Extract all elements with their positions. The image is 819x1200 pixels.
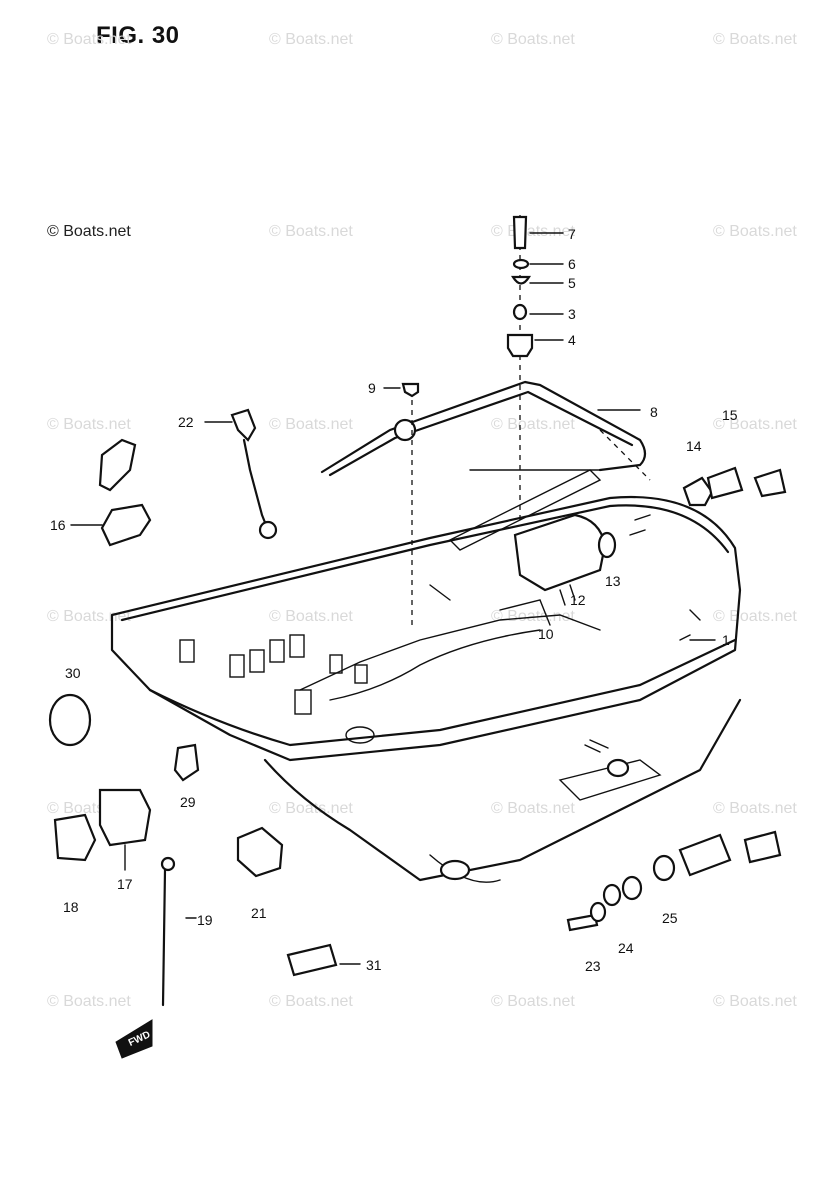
leader-lines (70, 232, 716, 965)
arm-22 (230, 408, 278, 540)
grommet-21 (236, 826, 284, 878)
grommet-29 (173, 743, 200, 782)
callout-31: 31 (366, 957, 382, 973)
plate-31 (286, 943, 338, 977)
bracket-20 (98, 438, 137, 492)
callout-29: 29 (180, 794, 196, 810)
watermark: © Boats.net (713, 223, 797, 240)
watermark: © Boats.net (713, 416, 797, 433)
callout-7: 7 (568, 226, 576, 242)
rod-19 (160, 856, 176, 1007)
fitting-14-15 (682, 466, 787, 507)
watermark-primary: © Boats.net (47, 223, 131, 240)
callout-25: 25 (662, 910, 678, 926)
support-frame-part (320, 380, 647, 477)
callout-24: 24 (618, 940, 634, 956)
callout-6: 6 (568, 256, 576, 272)
figure-title: FIG. 30 (96, 22, 180, 49)
fitting-23-24-25 (566, 830, 782, 932)
watermark: © Boats.net (47, 416, 131, 433)
callout-12: 12 (570, 592, 586, 608)
callout-21: 21 (251, 905, 267, 921)
watermark: © Boats.net (713, 608, 797, 625)
watermark: © Boats.net (713, 800, 797, 817)
bolt-9 (401, 382, 420, 398)
callout-30: 30 (65, 665, 81, 681)
watermark: © Boats.net (269, 608, 353, 625)
bracket-16 (100, 503, 152, 547)
watermark: © Boats.net (269, 31, 353, 48)
callout-1: 1 (722, 632, 730, 648)
callout-23: 23 (585, 958, 601, 974)
grommet-17-18 (53, 788, 152, 862)
callout-17: 17 (117, 876, 133, 892)
callout-5: 5 (568, 275, 576, 291)
callout-14: 14 (686, 438, 702, 454)
lower-cover-part (110, 469, 742, 883)
plug-30 (48, 693, 92, 747)
callout-18: 18 (63, 899, 79, 915)
callout-9: 9 (368, 380, 376, 396)
watermark: © Boats.net (491, 31, 575, 48)
fwd-arrow-icon: FWD (115, 1019, 153, 1059)
watermark: © Boats.net (47, 608, 131, 625)
watermark: © Boats.net (269, 223, 353, 240)
callout-4: 4 (568, 332, 576, 348)
watermark: © Boats.net (491, 608, 575, 625)
watermark: © Boats.net (491, 223, 575, 240)
bolt-stack (506, 215, 534, 358)
callout-10: 10 (538, 626, 554, 642)
callout-15: 15 (722, 407, 738, 423)
watermark: © Boats.net (269, 993, 353, 1010)
watermark: © Boats.net (269, 416, 353, 433)
callout-19: 19 (197, 912, 213, 928)
callout-8: 8 (650, 404, 658, 420)
watermark: © Boats.net (491, 416, 575, 433)
watermark: © Boats.net (47, 993, 131, 1010)
callout-22: 22 (178, 414, 194, 430)
watermark: © Boats.net (47, 31, 131, 48)
explode-line (599, 429, 651, 481)
watermark: © Boats.net (491, 800, 575, 817)
watermark: © Boats.net (713, 31, 797, 48)
watermark: © Boats.net (269, 800, 353, 817)
callout-3: 3 (568, 306, 576, 322)
watermark: © Boats.net (491, 993, 575, 1010)
callout-13: 13 (605, 573, 621, 589)
watermark: © Boats.net (713, 993, 797, 1010)
callout-16: 16 (50, 517, 66, 533)
